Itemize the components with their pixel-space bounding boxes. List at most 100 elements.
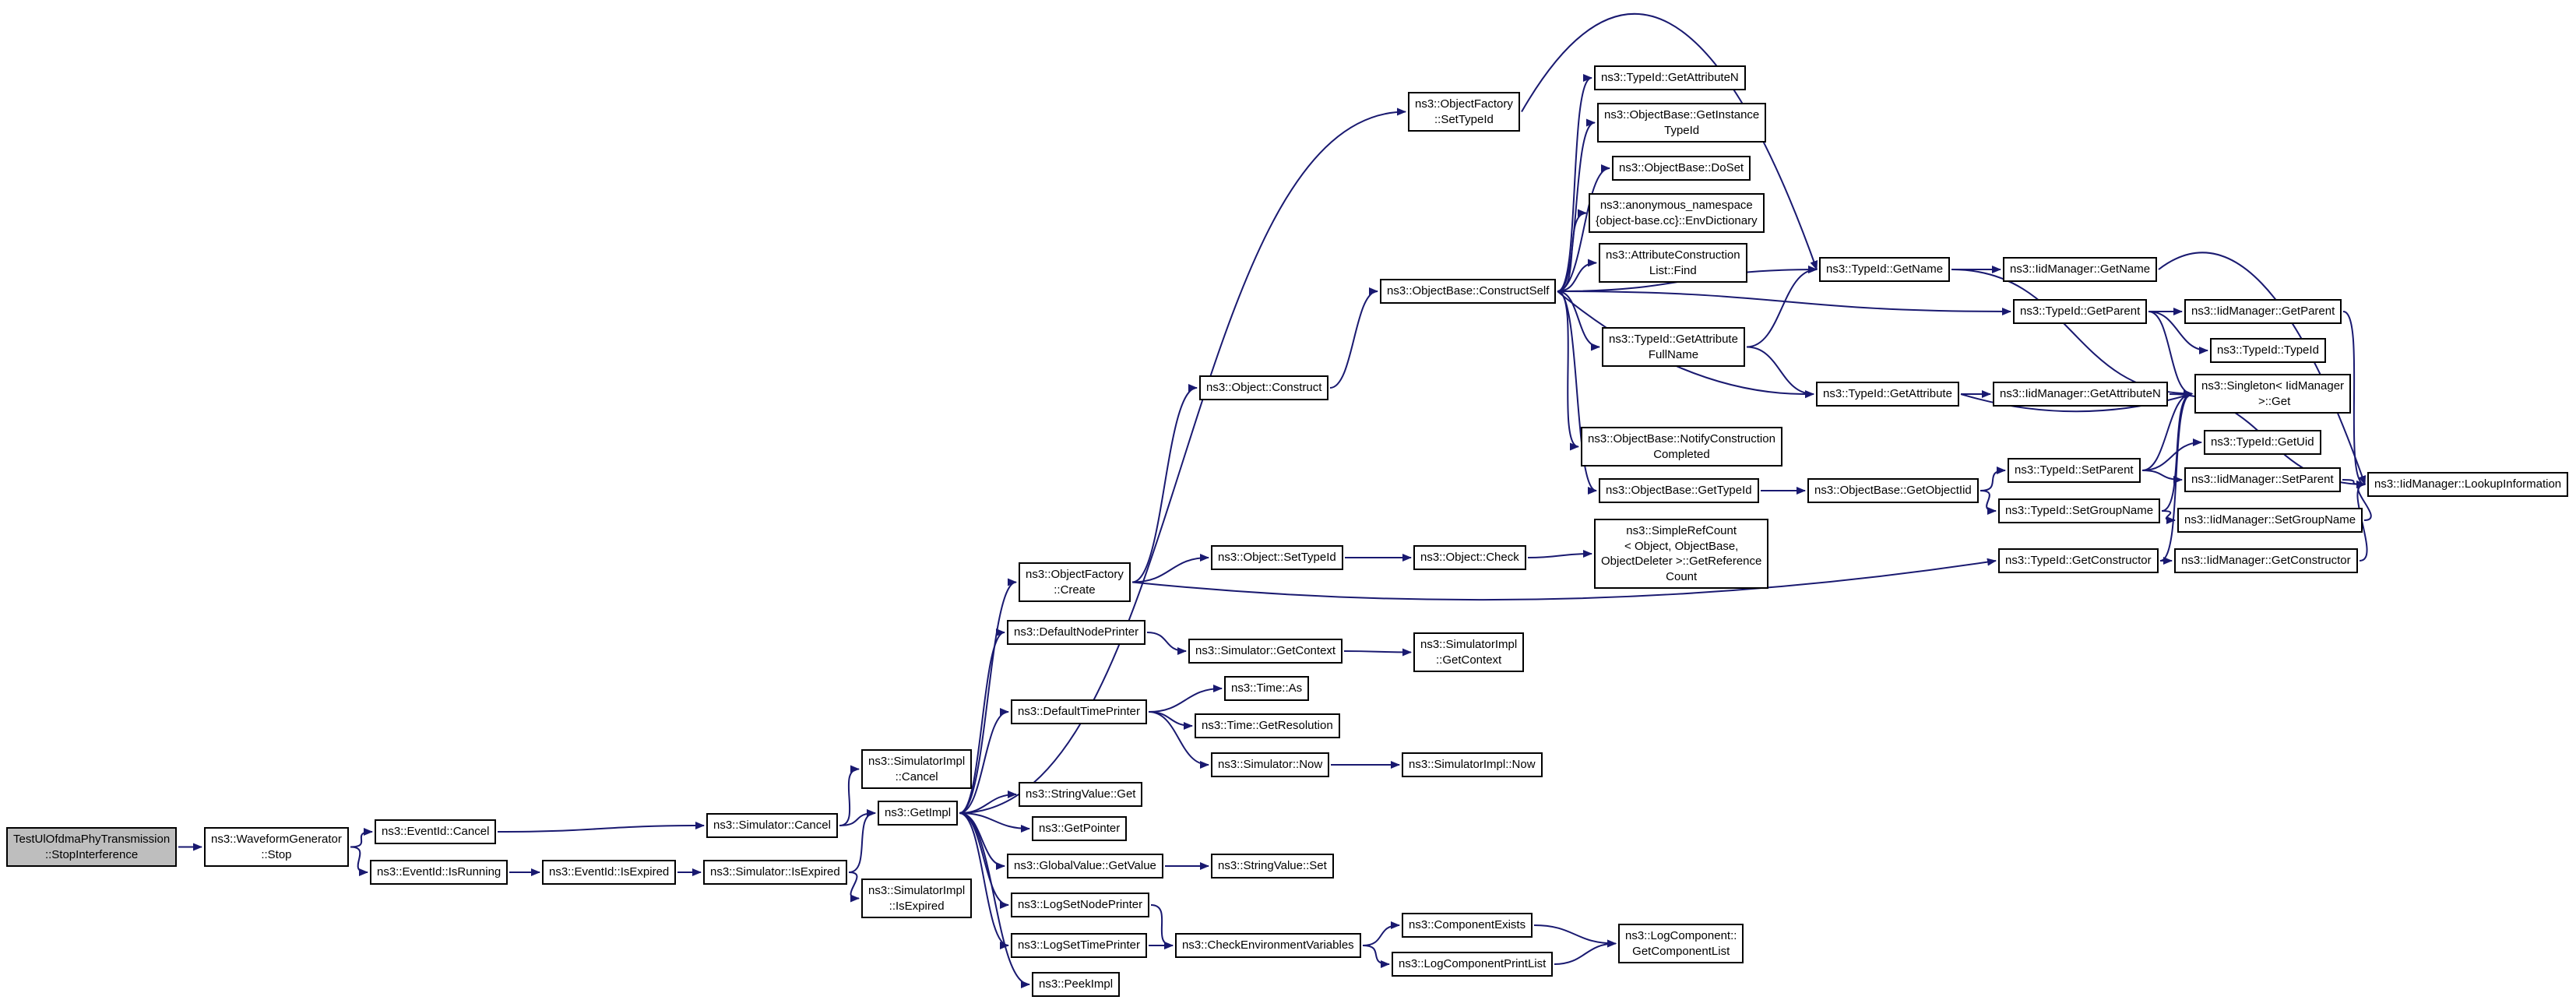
call-edge bbox=[2161, 510, 2176, 524]
call-edge bbox=[1131, 554, 1209, 583]
node-time-getresolution[interactable]: ns3::Time::GetResolution bbox=[1195, 713, 1340, 738]
node-peekimpl[interactable]: ns3::PeekImpl bbox=[1032, 972, 1121, 997]
call-edge bbox=[1533, 924, 1617, 948]
node-logsettimeprinter[interactable]: ns3::LogSetTimePrinter bbox=[1011, 933, 1148, 958]
call-edge bbox=[1554, 939, 1617, 965]
node-objectbase-constructself[interactable]: ns3::ObjectBase::ConstructSelf bbox=[1380, 279, 1557, 304]
node-object-settypeid[interactable]: ns3::Object::SetTypeId bbox=[1211, 545, 1343, 570]
call-edge bbox=[959, 790, 1017, 814]
node-simulator-isexpired[interactable]: ns3::Simulator::IsExpired bbox=[703, 860, 847, 885]
node-typeid-setgroupname[interactable]: ns3::TypeId::SetGroupName bbox=[1998, 498, 2161, 523]
node-notify-construction-completed[interactable]: ns3::ObjectBase::NotifyConstruction Comp… bbox=[1581, 427, 1782, 467]
node-simulator-cancel[interactable]: ns3::Simulator::Cancel bbox=[706, 813, 838, 838]
node-simulatorimpl-cancel[interactable]: ns3::SimulatorImpl ::Cancel bbox=[861, 749, 973, 789]
call-edge bbox=[959, 812, 1009, 949]
call-edge bbox=[959, 812, 1030, 833]
call-edge bbox=[959, 107, 1406, 814]
call-edge bbox=[2342, 311, 2366, 488]
node-typeid-getattributen[interactable]: ns3::TypeId::GetAttributeN bbox=[1594, 65, 1746, 90]
call-edge bbox=[497, 822, 705, 833]
node-eventid-isrunning[interactable]: ns3::EventId::IsRunning bbox=[370, 860, 509, 885]
call-edge bbox=[350, 846, 368, 876]
node-stop-interference: TestUlOfdmaPhyTransmission ::StopInterfe… bbox=[6, 827, 178, 867]
node-typeid-getuid[interactable]: ns3::TypeId::GetUid bbox=[2204, 430, 2321, 455]
node-iidmanager-getattributen[interactable]: ns3::IidManager::GetAttributeN bbox=[1993, 382, 2168, 407]
node-stringvalue-get[interactable]: ns3::StringValue::Get bbox=[1019, 782, 1143, 807]
node-objectbase-gettypeid[interactable]: ns3::ObjectBase::GetTypeId bbox=[1599, 478, 1759, 503]
node-objectbase-doset[interactable]: ns3::ObjectBase::DoSet bbox=[1612, 156, 1751, 181]
node-waveform-generator-stop[interactable]: ns3::WaveformGenerator ::Stop bbox=[204, 827, 349, 867]
node-iidmanager-setgroupname[interactable]: ns3::IidManager::SetGroupName bbox=[2177, 508, 2363, 533]
node-getpointer[interactable]: ns3::GetPointer bbox=[1032, 816, 1128, 841]
node-default-node-printer[interactable]: ns3::DefaultNodePrinter bbox=[1007, 620, 1146, 645]
call-edge bbox=[1557, 290, 1597, 495]
node-singleton-iidmanager-get[interactable]: ns3::Singleton< IidManager >::Get bbox=[2194, 374, 2352, 414]
call-edge bbox=[1131, 558, 1997, 601]
node-typeid-setparent[interactable]: ns3::TypeId::SetParent bbox=[2008, 458, 2141, 483]
call-edge bbox=[959, 708, 1009, 814]
call-edge bbox=[1148, 685, 1223, 713]
node-simulatorimpl-getcontext[interactable]: ns3::SimulatorImpl ::GetContext bbox=[1413, 632, 1525, 672]
node-typeid-constructor[interactable]: ns3::TypeId::TypeId bbox=[2210, 338, 2326, 363]
node-iidmanager-setparent[interactable]: ns3::IidManager::SetParent bbox=[2184, 467, 2341, 492]
call-edge bbox=[1951, 269, 2193, 398]
node-simulator-now[interactable]: ns3::Simulator::Now bbox=[1211, 752, 1330, 777]
node-objectfactory-create[interactable]: ns3::ObjectFactory ::Create bbox=[1019, 562, 1131, 602]
node-iidmanager-lookupinformation[interactable]: ns3::IidManager::LookupInformation bbox=[2367, 472, 2569, 497]
call-edge bbox=[959, 812, 1030, 988]
node-objectfactory-settypeid[interactable]: ns3::ObjectFactory ::SetTypeId bbox=[1408, 92, 1520, 132]
call-edge bbox=[839, 765, 860, 826]
call-edge bbox=[1362, 945, 1390, 968]
node-typeid-getname[interactable]: ns3::TypeId::GetName bbox=[1819, 257, 1951, 282]
node-typeid-getparent[interactable]: ns3::TypeId::GetParent bbox=[2013, 299, 2148, 324]
node-globalvalue-getvalue[interactable]: ns3::GlobalValue::GetValue bbox=[1007, 854, 1163, 879]
node-default-time-printer[interactable]: ns3::DefaultTimePrinter bbox=[1011, 699, 1148, 724]
call-edge bbox=[2148, 311, 2208, 354]
node-attributeconstructionlist-find[interactable]: ns3::AttributeConstruction List::Find bbox=[1599, 243, 1747, 283]
call-edge bbox=[1150, 904, 1174, 949]
node-simulator-getcontext[interactable]: ns3::Simulator::GetContext bbox=[1188, 639, 1343, 664]
node-time-as[interactable]: ns3::Time::As bbox=[1224, 676, 1310, 701]
call-edge bbox=[959, 578, 1017, 814]
node-component-exists[interactable]: ns3::ComponentExists bbox=[1402, 913, 1533, 938]
call-edge bbox=[1557, 290, 1600, 351]
node-iidmanager-getname[interactable]: ns3::IidManager::GetName bbox=[2003, 257, 2158, 282]
call-edge bbox=[1362, 921, 1400, 946]
node-simulatorimpl-isexpired[interactable]: ns3::SimulatorImpl ::IsExpired bbox=[861, 879, 973, 918]
node-simplerefcount-getreferencecount[interactable]: ns3::SimpleRefCount < Object, ObjectBase… bbox=[1594, 519, 1769, 589]
call-edge bbox=[1980, 467, 2006, 491]
node-object-check[interactable]: ns3::Object::Check bbox=[1413, 545, 1526, 570]
node-logsetnodeprinter[interactable]: ns3::LogSetNodePrinter bbox=[1011, 893, 1150, 917]
node-object-construct[interactable]: ns3::Object::Construct bbox=[1199, 375, 1329, 400]
call-edge bbox=[1146, 632, 1187, 655]
node-getimpl[interactable]: ns3::GetImpl bbox=[878, 801, 959, 826]
call-edge bbox=[1148, 711, 1209, 769]
node-get-component-list[interactable]: ns3::LogComponent:: GetComponentList bbox=[1618, 924, 1744, 963]
node-check-environment-variables[interactable]: ns3::CheckEnvironmentVariables bbox=[1175, 933, 1361, 958]
call-edge bbox=[848, 871, 860, 903]
node-typeid-getconstructor[interactable]: ns3::TypeId::GetConstructor bbox=[1998, 548, 2159, 573]
node-stringvalue-set[interactable]: ns3::StringValue::Set bbox=[1211, 854, 1334, 879]
call-edge bbox=[1980, 490, 1997, 515]
node-typeid-getattributefullname[interactable]: ns3::TypeId::GetAttribute FullName bbox=[1602, 327, 1745, 367]
node-simulatorimpl-now[interactable]: ns3::SimulatorImpl::Now bbox=[1402, 752, 1543, 777]
node-logcomponent-print-list[interactable]: ns3::LogComponentPrintList bbox=[1392, 952, 1554, 977]
call-edge bbox=[959, 629, 1005, 814]
node-envdictionary[interactable]: ns3::anonymous_namespace {object-base.cc… bbox=[1589, 193, 1765, 233]
node-objectbase-getinstancetypeid[interactable]: ns3::ObjectBase::GetInstance TypeId bbox=[1597, 103, 1767, 143]
call-edge bbox=[1527, 550, 1592, 558]
call-edge bbox=[1557, 209, 1587, 292]
call-edge bbox=[1131, 384, 1198, 583]
node-eventid-isexpired[interactable]: ns3::EventId::IsExpired bbox=[542, 860, 677, 885]
call-edge bbox=[2141, 438, 2202, 471]
node-objectbase-getobjectiid[interactable]: ns3::ObjectBase::GetObjectIid bbox=[1807, 478, 1979, 503]
call-edge bbox=[959, 812, 1005, 870]
call-edge bbox=[1746, 346, 1814, 398]
call-edge bbox=[1521, 12, 1818, 270]
call-edge bbox=[1557, 118, 1596, 292]
node-iidmanager-getparent[interactable]: ns3::IidManager::GetParent bbox=[2184, 299, 2342, 324]
node-eventid-cancel[interactable]: ns3::EventId::Cancel bbox=[375, 819, 497, 844]
node-typeid-getattribute[interactable]: ns3::TypeId::GetAttribute bbox=[1816, 382, 1959, 407]
node-iidmanager-getconstructor[interactable]: ns3::IidManager::GetConstructor bbox=[2174, 548, 2358, 573]
